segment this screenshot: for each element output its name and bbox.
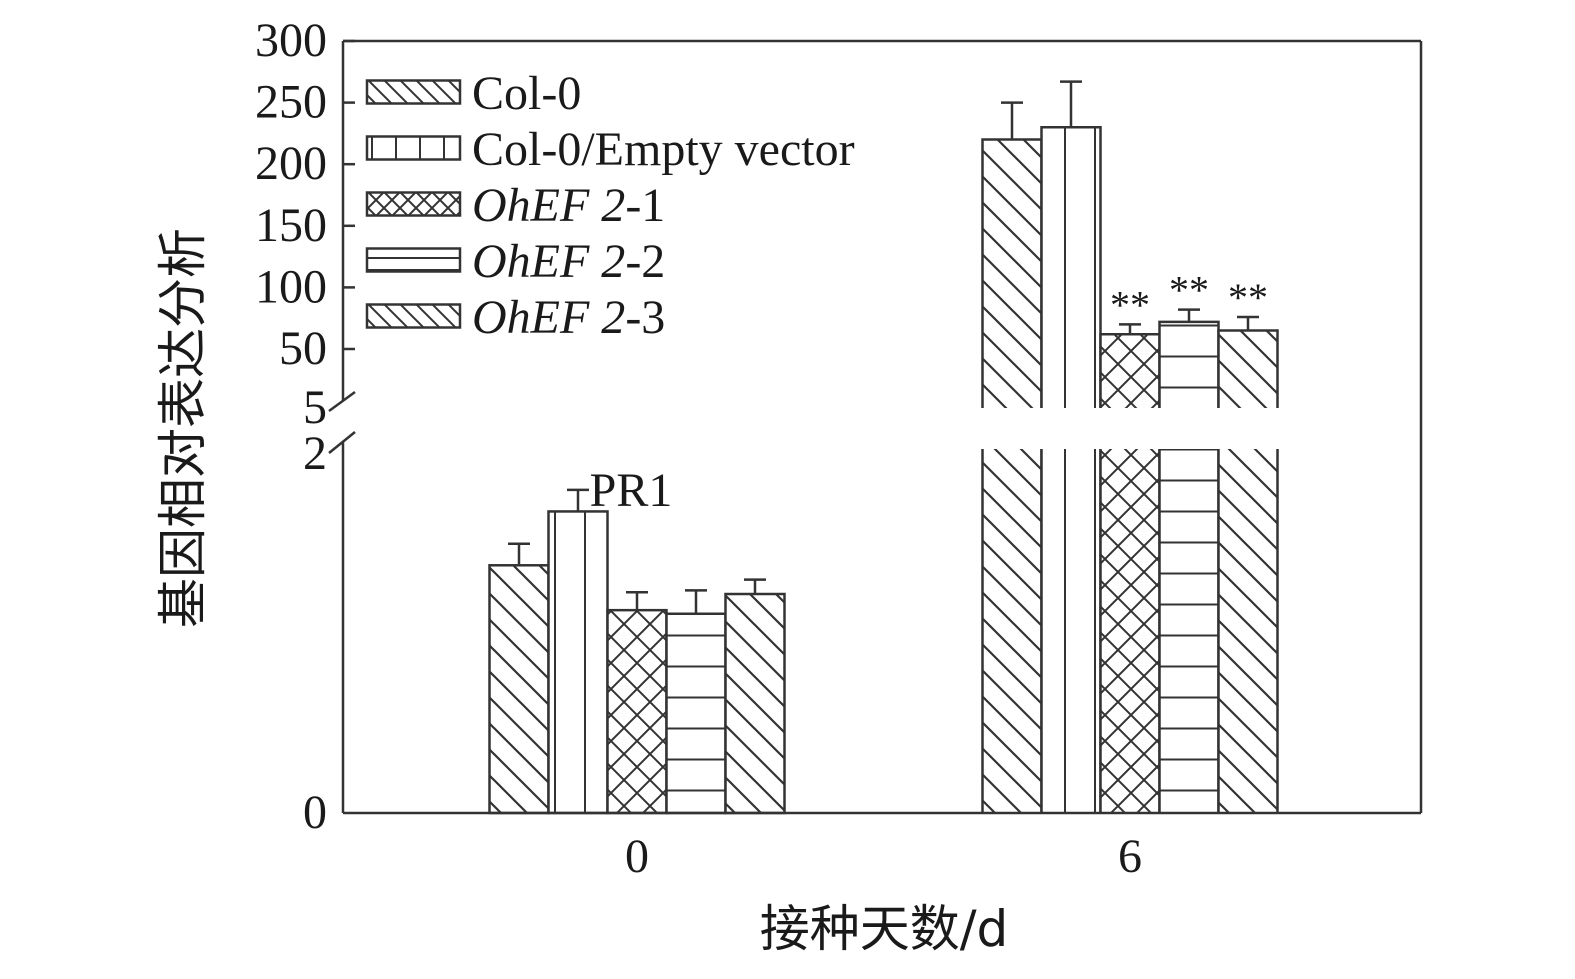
- x-tick-label-6: 6: [1118, 830, 1142, 883]
- bar-4-day-6: [1158, 320, 1220, 813]
- bar-3-day-6: [1099, 332, 1161, 813]
- bar-3-day-6-significance: **: [1110, 282, 1150, 327]
- bar-4-day-6-upper: [1159, 321, 1219, 408]
- legend-swatch-3: [365, 191, 462, 217]
- bar-1-day-6-lower: [982, 449, 1042, 813]
- bar-5-day-6-significance: **: [1228, 275, 1268, 320]
- y-tick-label-0: 0: [303, 786, 327, 839]
- y-axis-label: 基因相对表达分析: [154, 228, 212, 628]
- bar-2-day-6-lower: [1041, 449, 1101, 813]
- bar-5-day-6-lower: [1218, 449, 1278, 813]
- legend-label-1: Col-0: [472, 67, 581, 120]
- bar-3-day-6-upper: [1100, 334, 1160, 408]
- legend-label-4: OhEF 2-2: [472, 235, 665, 288]
- legend-swatch-4: [365, 247, 462, 273]
- legend-label-2: Col-0/Empty vector: [472, 123, 855, 176]
- bar-4-day-6-significance: **: [1169, 268, 1209, 313]
- legend-label-5: OhEF 2-3: [472, 291, 665, 344]
- bar-5-day-0: [724, 592, 786, 815]
- bar-1-day-6: [981, 138, 1043, 813]
- bar-3-day-6-lower: [1100, 449, 1160, 813]
- bar-5-day-6-upper: [1218, 330, 1278, 408]
- legend-swatch-1: [365, 79, 462, 105]
- y-tick-label-200: 200: [255, 137, 327, 190]
- legend-swatch-5: [365, 303, 462, 329]
- bar-2-day-6-upper: [1041, 127, 1101, 409]
- y-tick-label-250: 250: [255, 76, 327, 129]
- legend-item-3: OhEF 2-1: [365, 179, 665, 232]
- legend-item-1: Col-0: [365, 67, 581, 120]
- bar-4-day-0: [665, 612, 727, 815]
- y-tick-label-2: 2: [303, 427, 327, 480]
- legend-item-4: OhEF 2-2: [365, 235, 665, 288]
- bar-2-day-0: [547, 510, 609, 815]
- bar-3-day-0: [606, 608, 668, 815]
- bar-5-day-6-lower-edges: [1217, 449, 1279, 813]
- chart-annotation: PR1: [590, 464, 673, 517]
- legend-item-2: Col-0/Empty vector: [365, 123, 855, 176]
- y-tick-label-50: 50: [279, 322, 327, 375]
- bar-4-day-6-lower: [1159, 449, 1219, 813]
- legend-label-3: OhEF 2-1: [472, 179, 665, 232]
- bar-1-day-6-upper: [982, 139, 1042, 408]
- x-axis-label: 接种天数/d: [760, 900, 1009, 958]
- y-tick-label-5: 5: [303, 381, 327, 434]
- y-tick-label-300: 300: [255, 14, 327, 67]
- y-tick-label-100: 100: [255, 260, 327, 313]
- bar-1-day-0: [488, 564, 550, 815]
- axis-break-mark-upper: [328, 390, 356, 413]
- bar-2-day-6: [1040, 125, 1102, 813]
- bar-5-day-6: [1217, 329, 1279, 813]
- axis-break-mark-lower: [328, 431, 356, 454]
- legend-item-5: OhEF 2-3: [365, 291, 665, 344]
- y-tick-label-150: 150: [255, 199, 327, 252]
- legend-swatch-2: [365, 135, 462, 161]
- x-tick-label-0: 0: [625, 830, 649, 883]
